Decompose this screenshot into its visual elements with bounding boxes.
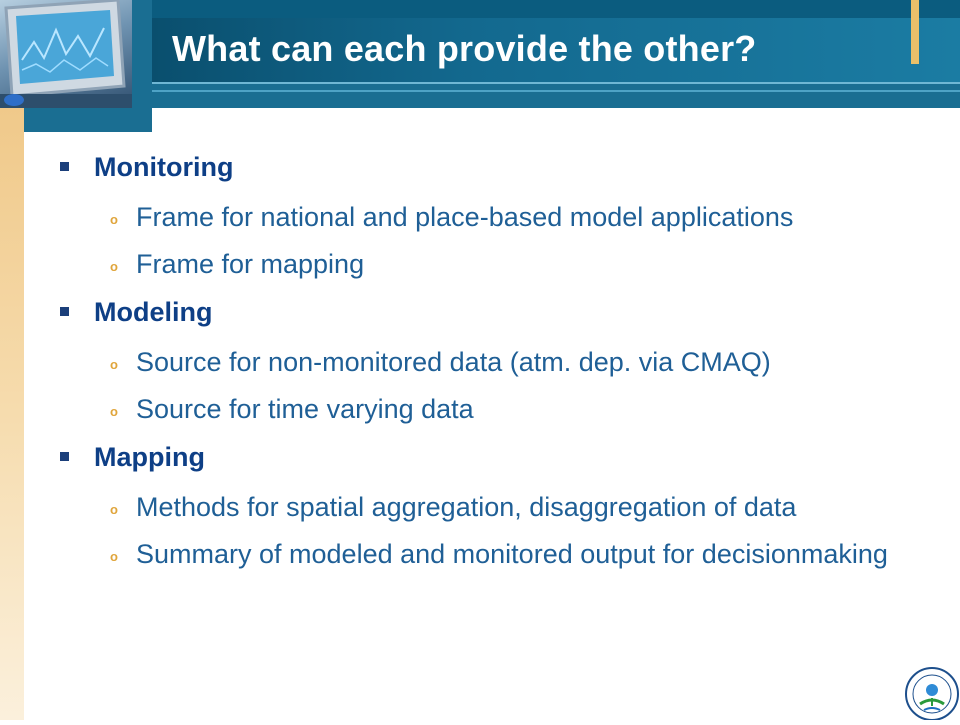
ring-bullet-icon: o [110,357,118,372]
bullet-modeling: Modeling [60,295,940,329]
epa-seal-logo [900,660,960,721]
monitor-photo [0,0,132,108]
ring-bullet-icon: o [110,404,118,419]
bullet-monitoring: Monitoring [60,150,940,184]
ring-bullet-icon: o [110,549,118,564]
header-top-strip [152,0,960,18]
title-underline-2 [152,90,960,92]
epa-seal-icon [905,667,959,721]
ring-bullet-icon: o [110,259,118,274]
title-underline [152,82,960,84]
square-bullet-icon [60,307,69,316]
bullet-mapping: Mapping [60,440,940,474]
slide-title: What can each provide the other? [172,28,757,69]
title-bar [152,18,960,82]
left-decorative-strip [0,108,24,720]
ring-bullet-icon: o [110,502,118,517]
monitor-icon [0,0,132,108]
photo-under-band [0,108,152,132]
square-bullet-icon [60,452,69,461]
accent-bar [911,0,919,64]
square-bullet-icon [60,162,69,171]
ring-bullet-icon: o [110,212,118,227]
